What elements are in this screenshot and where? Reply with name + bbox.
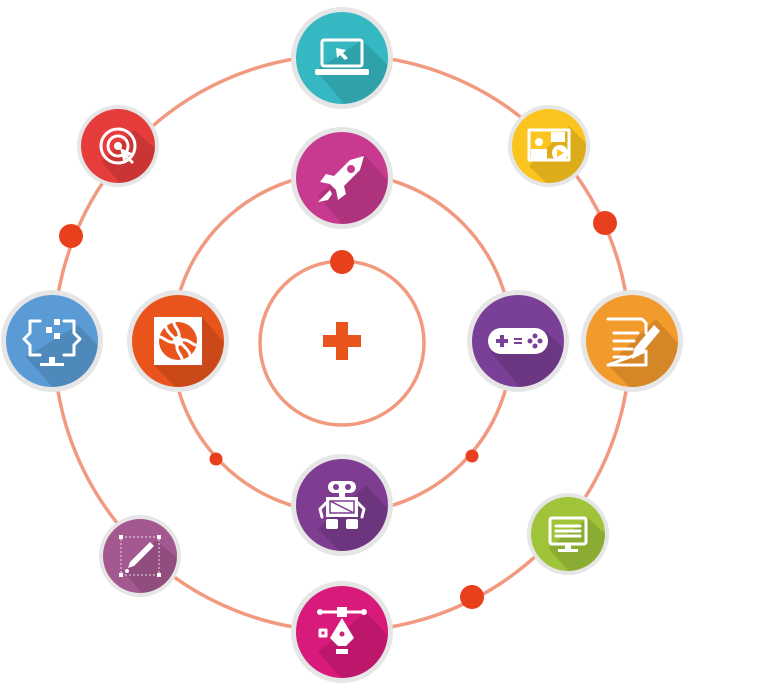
orbit-dot [330,250,354,274]
orbit-dot [460,585,484,609]
monitor-node[interactable] [527,493,638,604]
target-icon [99,127,137,165]
document-pen-node[interactable] [581,290,712,421]
fan-icon [154,317,202,365]
rocket-node[interactable] [291,127,422,258]
gamepad-icon [488,328,548,354]
robot-node[interactable] [291,454,422,585]
pen-tool-icon [317,607,367,654]
rocket-icon [318,156,364,202]
gamepad-node[interactable] [467,290,598,421]
video-presentation-node[interactable] [508,105,619,216]
pen-tool-node[interactable] [291,581,422,691]
video-presentation-icon [527,128,571,162]
monitor-icon [548,516,588,552]
laptop-icon [315,38,369,75]
orbit-dot [593,211,617,235]
eyedropper-icon [119,535,161,577]
orbit-dot [59,224,83,248]
target-node[interactable] [77,105,188,216]
laptop-node[interactable] [291,7,422,138]
document-pen-icon [606,317,660,367]
fan-node[interactable] [127,290,258,421]
code-monitor-icon [22,319,82,366]
code-monitor-node[interactable] [1,290,132,421]
robot-icon [318,481,366,529]
eyedropper-node[interactable] [99,515,210,626]
orbit-dot [209,452,223,466]
plus-icon [323,322,361,360]
orbit-dot [465,449,479,463]
